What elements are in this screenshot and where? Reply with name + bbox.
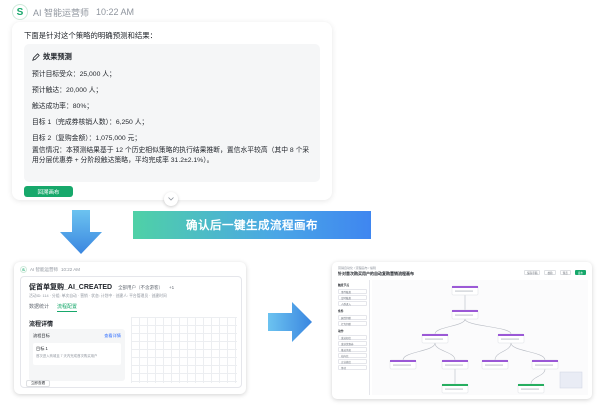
save-draft-button[interactable]: 保存草稿: [524, 270, 541, 275]
audience-select[interactable]: 全部用户（不含游客）: [118, 285, 164, 290]
flow-node[interactable]: [497, 333, 525, 344]
activity-card: 促首单复购_AI_CREATED 全部用户（不含游客） +1 活动ID: 114…: [20, 276, 242, 388]
right-arrow-icon: [268, 302, 312, 342]
view-detail-link[interactable]: 查看详情: [104, 333, 121, 338]
preview-button[interactable]: 预览: [559, 270, 571, 275]
flow-goal-label: 流程目标: [33, 333, 50, 338]
goal-title: 目标 1: [36, 346, 48, 351]
prediction-line: 目标 2（复购金额）：1,075,000 元；: [32, 135, 142, 142]
flow-canvas-screenshot: 营销自动化 / 流程画布 / 编辑 针对首次购买用户的自动复购营销流程画布 保存…: [332, 262, 592, 399]
palette-item[interactable]: 事件触发: [338, 289, 367, 294]
pen-icon: [32, 53, 40, 61]
palette-item[interactable]: 站内信: [338, 353, 367, 358]
palette-item[interactable]: 行为判断: [338, 321, 367, 326]
palette-item[interactable]: 属性判断: [338, 315, 367, 320]
breadcrumb: 营销自动化 / 流程画布 / 编辑: [338, 266, 377, 270]
validate-button[interactable]: 校验: [544, 270, 556, 275]
activity-title: 促首单复购_AI_CREATED 全部用户（不含游客） +1: [29, 282, 174, 292]
palette-item[interactable]: 人群进入: [338, 301, 367, 306]
prediction-line: 目标 1（完成券核销人数）：6,250 人；: [32, 119, 149, 126]
flow-edge: [434, 342, 456, 361]
flow-edge: [464, 318, 512, 335]
banner: 确认后一键生成流程画布: [133, 211, 371, 239]
palette-section-title: 条件: [338, 309, 344, 313]
tab-statistics[interactable]: 数据统计: [29, 304, 50, 310]
sender-name: AI 智能运营师: [33, 7, 90, 18]
message-time: 10:22 AM: [96, 7, 135, 17]
palette-item[interactable]: 定时触发: [338, 295, 367, 300]
back-to-canvas-button[interactable]: 回溯画布: [24, 186, 73, 197]
minimap[interactable]: [559, 371, 583, 389]
activity-title-text: 促首单复购_AI_CREATED: [29, 284, 113, 291]
flow-node[interactable]: [389, 359, 417, 370]
flow-graph: [389, 285, 583, 394]
expand-button[interactable]: [164, 192, 178, 206]
canvas-preview: [131, 317, 237, 383]
ai-avatar: S: [20, 266, 27, 273]
flow-node[interactable]: [451, 309, 479, 320]
prediction-line: 预计目标受众：25,000 人；: [32, 71, 116, 78]
flow-node[interactable]: [481, 359, 509, 370]
chat-header: S AI 智能运营师 10:22 AM: [12, 4, 134, 20]
flow-node[interactable]: [451, 285, 479, 296]
sender-name: AI 智能运营师: [30, 266, 59, 272]
message-time: 10:22 AM: [61, 267, 81, 272]
palette-item[interactable]: 发放优惠券: [338, 341, 367, 346]
prediction-line: 触达成功率：80%；: [32, 103, 94, 110]
flow-edge: [402, 342, 436, 361]
palette-section-title: 触发节点: [338, 283, 350, 287]
goal-desc: 首次进入商城且 7 天内完成首次购买用户: [36, 354, 98, 358]
flow-edge: [434, 318, 466, 335]
audience-badge: +1: [169, 285, 175, 290]
effect-title: 效果预测: [32, 52, 72, 62]
intro-text: 下面是针对这个策略的明确预测和结果：: [24, 31, 158, 40]
activity-screenshot: S AI 智能运营师 10:22 AM 促首单复购_AI_CREATED 全部用…: [14, 262, 246, 394]
flow-node[interactable]: [517, 383, 545, 394]
prediction-line: 预计触达：20,000 人；: [32, 87, 103, 94]
node-palette: 触发节点事件触发定时触发人群进入条件属性判断行为判断动作发送短信发放优惠券推送消…: [336, 280, 370, 395]
palette-item[interactable]: 推送消息: [338, 347, 367, 352]
confidence-text: 置信情况：本预测结果基于 12 个历史相似策略的执行结果推断，置信水平较高（其中…: [32, 147, 310, 164]
flow-edge: [494, 342, 512, 361]
view-now-button[interactable]: 立即查看: [26, 380, 50, 387]
tab-flow-config[interactable]: 流程配置: [57, 304, 78, 312]
flow-canvas[interactable]: [372, 280, 588, 395]
flow-detail-title: 流程详情: [29, 322, 54, 328]
palette-item[interactable]: 等待: [338, 365, 367, 370]
flow-node[interactable]: [441, 383, 469, 394]
effect-title-label: 效果预测: [43, 52, 72, 61]
activity-meta: 活动ID: 114 · 分组: 单次自动 · 营销 · 状态: 计划中 · 创建…: [29, 294, 167, 298]
palette-section-title: 动作: [338, 329, 344, 333]
effect-prediction-box: 效果预测 预计目标受众：25,000 人； 预计触达：20,000 人； 触达成…: [24, 44, 320, 182]
flow-node[interactable]: [421, 333, 449, 344]
message-card: 下面是针对这个策略的明确预测和结果： 效果预测 预计目标受众：25,000 人；…: [12, 22, 332, 200]
flow-edge: [510, 342, 546, 361]
chevron-down-icon: [168, 197, 174, 201]
goal-card: 目标 1 首次进入商城且 7 天内完成首次购买用户: [33, 343, 121, 365]
publish-button[interactable]: 发布: [574, 270, 586, 275]
palette-item[interactable]: 发送短信: [338, 335, 367, 340]
ai-avatar: S: [12, 4, 28, 20]
flow-edge: [530, 368, 546, 385]
flow-detail-box: 流程目标 查看详情 目标 1 首次进入商城且 7 天内完成首次购买用户: [29, 329, 125, 381]
flow-node[interactable]: [441, 359, 469, 370]
flow-node[interactable]: [531, 359, 559, 370]
tabs: 数据统计 流程配置: [29, 303, 78, 312]
palette-item[interactable]: 企业微信: [338, 359, 367, 364]
down-arrow-icon: [60, 210, 102, 254]
canvas-title: 针对首次购买用户的自动复购营销流程画布: [338, 271, 414, 276]
canvas-toolbar: 保存草稿 校验 预览 发布: [524, 270, 586, 275]
screenshot-header: S AI 智能运营师 10:22 AM: [20, 266, 80, 273]
